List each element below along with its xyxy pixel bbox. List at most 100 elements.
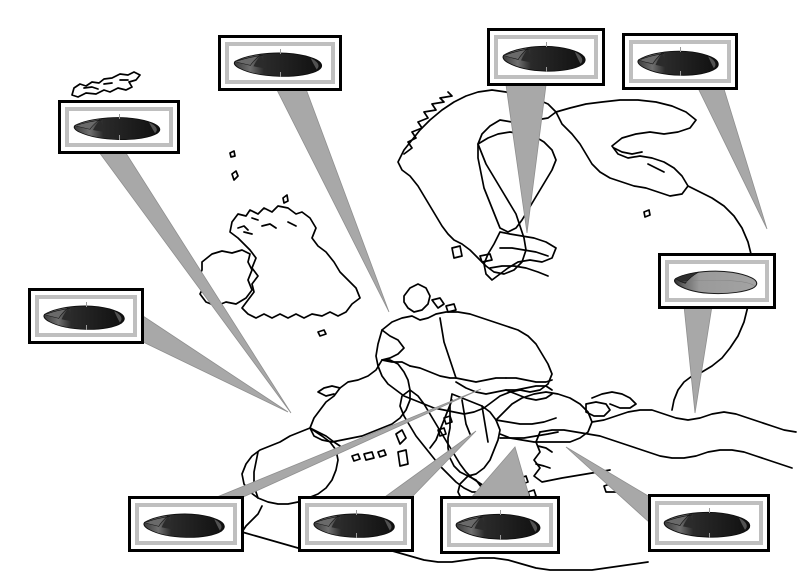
denmark-isles [431,297,457,313]
scandinavia-outline [397,89,557,275]
scale-tick-top [680,47,681,52]
callout-inner-frame [135,503,237,545]
poland-czech-border [455,377,507,383]
balearic-isles [351,449,387,462]
pointer-white-sea [697,87,768,230]
callout-inner-frame [629,40,731,83]
scale-tick-bottom [546,67,547,72]
pointer-eastern-mediterranean [565,446,651,524]
gibraltar-strait [241,505,263,533]
romania-bulgaria-border [495,417,557,425]
pointer-scandinavia [505,84,547,234]
scale-tick-top [280,49,281,54]
turkey-west-coast [533,431,611,483]
mussel-shell-specimen-black-sea [669,264,765,298]
netherlands-border [381,329,405,361]
scale-tick-top [119,114,120,119]
sardinia-isle [397,449,409,467]
pointer-black-sea [683,305,713,414]
callout-box-western-mediterranean[interactable] [298,496,414,552]
corsica-isle [395,429,407,445]
hungary-border [515,385,553,391]
scale-tick-top [500,510,501,515]
russia-east-coast [671,185,755,411]
iberia-outline [241,427,339,505]
callout-box-black-sea[interactable] [658,253,776,309]
scale-tick-bottom [356,533,357,538]
france-outline [309,359,411,443]
brittany-detail [317,385,341,397]
small-isle-2 [229,150,236,158]
germany-poland-border [439,317,457,379]
great-britain-outline [229,205,361,319]
pointer-western-mediterranean [380,430,477,500]
callout-box-adriatic-aegean[interactable] [440,496,560,554]
pointer-iceland [95,147,292,414]
callout-inner-frame [665,260,769,302]
callout-box-iceland[interactable] [58,100,180,154]
iceland-detail [83,79,129,90]
callout-inner-frame [655,501,763,545]
denmark-outline [403,283,431,313]
scale-tick-top [86,302,87,307]
callout-box-south-iberia[interactable] [128,496,244,552]
pointer-british-isles [275,87,390,313]
callout-inner-frame [305,503,407,545]
small-isle-1 [282,194,289,204]
scale-tick-bottom [280,72,281,77]
dalmatian-isles [437,415,453,437]
callout-box-atlantic-iberia[interactable] [28,288,144,344]
callout-box-eastern-mediterranean[interactable] [648,494,770,552]
callout-inner-frame [225,42,335,84]
russia-small-isle [643,209,651,218]
scale-tick-top [709,508,710,513]
latvia-border [489,265,549,277]
scale-tick-bottom [119,135,120,140]
estonia-border [499,247,549,257]
callout-inner-frame [65,107,173,147]
pointer-south-iberia [211,388,482,500]
pointer-spikes [95,84,768,524]
callout-box-british-isles[interactable] [218,35,342,91]
scale-tick-bottom [680,71,681,76]
callout-box-scandinavia-baltic[interactable] [487,28,605,86]
germany-south-border [409,365,457,379]
mussel-shell-specimen-south-iberia [139,507,233,541]
balkans-outline [447,393,501,477]
callout-box-white-sea-russia[interactable] [622,33,738,90]
slovakia-border [505,377,553,383]
white-sea-inner [613,147,665,173]
austria-hungary-border [505,389,553,401]
turkey-aegean-detail [535,445,553,469]
portugal-border [253,451,259,499]
pointer-atlantic-iberia [142,315,289,413]
iceland-outline [71,71,141,98]
pyrenees-border [309,427,341,447]
gb-inner-detail [243,221,297,235]
bosnia-border [461,399,471,435]
scale-tick-bottom [86,325,87,330]
scale-tick-top [546,42,547,47]
pointer-adriatic-aegean [469,446,531,500]
callout-inner-frame [447,503,553,547]
scale-tick-top [356,510,357,515]
callout-inner-frame [494,35,598,79]
crimea-outline [585,401,611,417]
scale-tick-bottom [500,535,501,540]
callout-inner-frame [35,295,137,337]
turkey-outline [539,429,793,469]
gotland-isle [451,245,463,259]
belgium-border [381,359,411,367]
saaremaa-isle [479,253,493,263]
croatia-coast [429,399,453,449]
norway-fjords [403,91,453,155]
kola-white-sea-outline [555,99,697,197]
gb-scotland-detail [237,217,259,231]
isle-of-wight [317,329,327,337]
serbia-border [481,405,489,443]
turkey-black-sea-coast [591,409,797,433]
faroe-islands [231,170,239,181]
scale-tick-bottom [709,533,710,538]
